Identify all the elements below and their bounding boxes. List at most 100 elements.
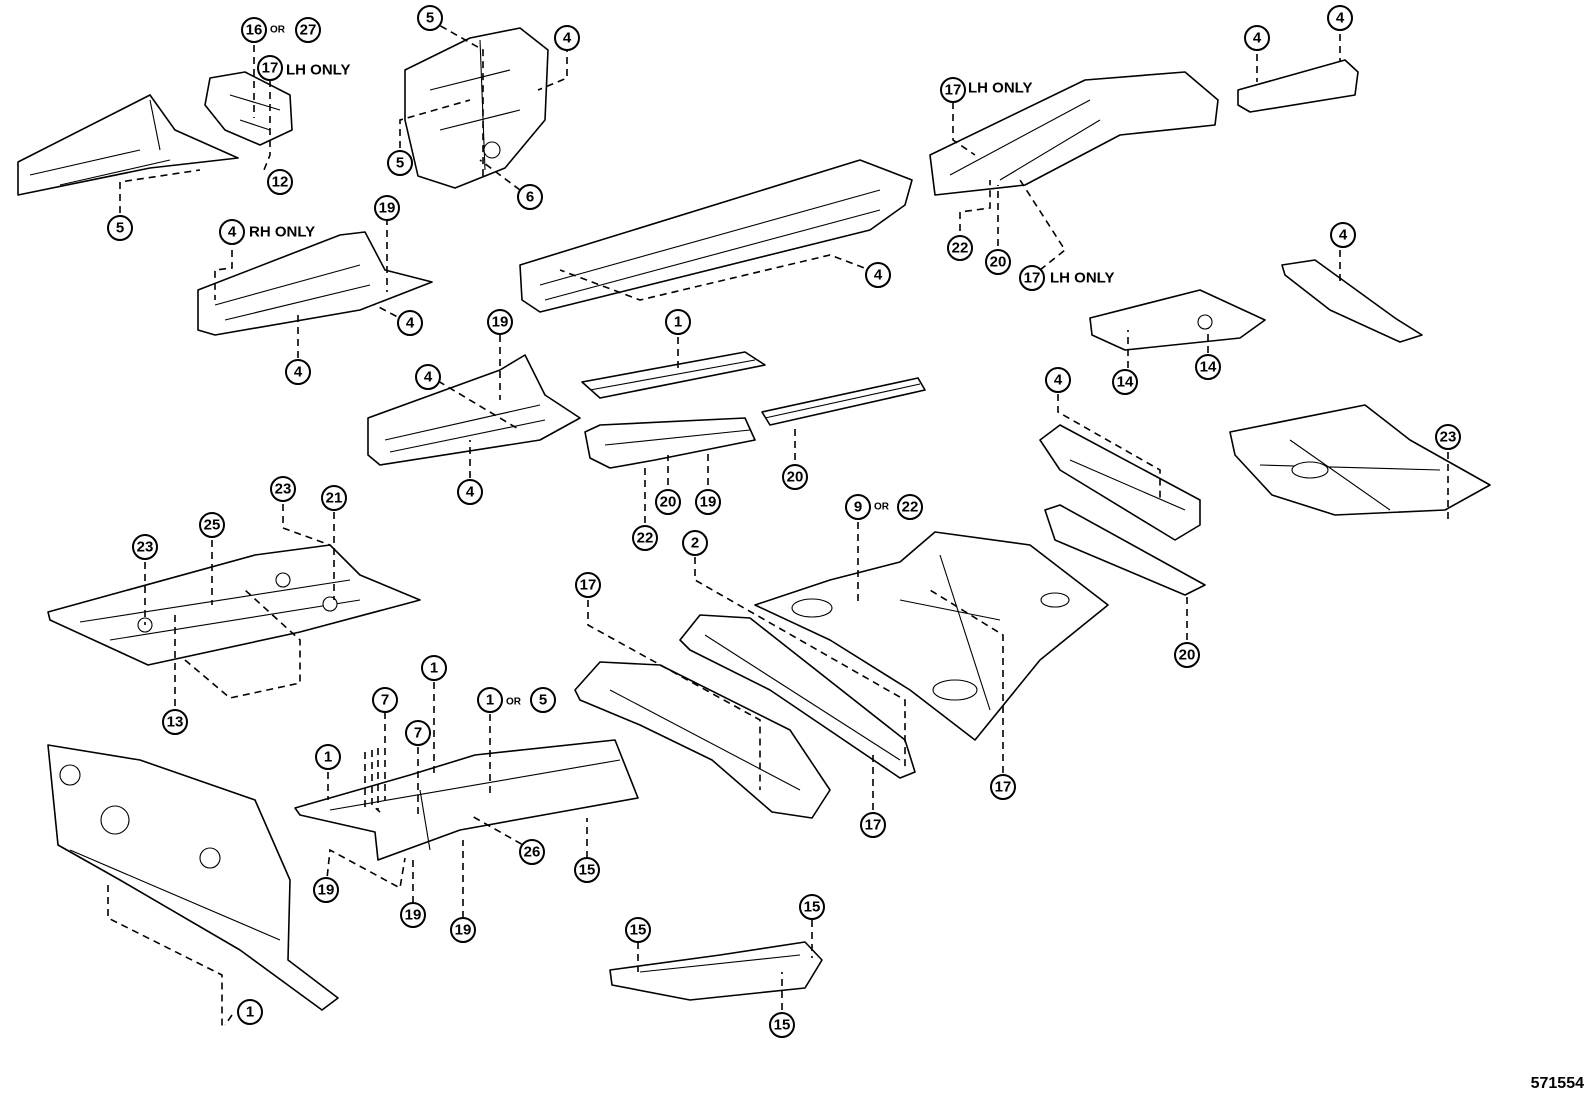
callout-19: 19 [400, 902, 426, 928]
svg-text:22: 22 [952, 240, 969, 257]
callout-1: 1 [237, 999, 263, 1025]
callout-23: 23 [132, 534, 158, 560]
svg-text:20: 20 [1179, 647, 1196, 664]
part-bracket-upper [204, 71, 293, 146]
svg-text:17: 17 [945, 82, 962, 99]
svg-text:4: 4 [1339, 227, 1348, 244]
svg-text:23: 23 [1440, 429, 1457, 446]
callout-5: 5 [387, 150, 413, 176]
svg-text:7: 7 [381, 692, 389, 709]
callout-17: 17 [940, 77, 966, 103]
svg-text:17: 17 [995, 779, 1012, 796]
callout-7: 7 [372, 687, 398, 713]
callout-15: 15 [769, 1012, 795, 1038]
callout-1: 1 [477, 687, 503, 713]
svg-text:4: 4 [406, 315, 415, 332]
callout-4: 4 [1330, 222, 1356, 248]
part-front-floor-pan [47, 544, 421, 666]
svg-text:17: 17 [865, 817, 882, 834]
svg-text:1: 1 [430, 660, 438, 677]
callout-17: 17 [990, 774, 1016, 800]
svg-text:4: 4 [466, 484, 475, 501]
callout-6: 6 [517, 184, 543, 210]
part-floor-side-member-front [367, 354, 581, 466]
svg-text:15: 15 [804, 899, 821, 916]
svg-text:19: 19 [405, 907, 422, 924]
part-front-side-member-rh [197, 231, 433, 336]
callout-20: 20 [655, 489, 681, 515]
svg-text:23: 23 [137, 539, 154, 556]
svg-text:19: 19 [455, 922, 472, 939]
callout-20: 20 [782, 464, 808, 490]
svg-text:6: 6 [526, 189, 534, 206]
callout-23: 23 [270, 476, 296, 502]
svg-text:4: 4 [228, 224, 237, 241]
svg-text:4: 4 [874, 267, 883, 284]
svg-text:27: 27 [300, 22, 317, 39]
svg-text:1: 1 [674, 314, 682, 331]
callout-15: 15 [799, 894, 825, 920]
svg-text:4: 4 [563, 30, 572, 47]
note-lh-only: LH ONLY [1050, 270, 1114, 287]
svg-text:14: 14 [1117, 374, 1134, 391]
svg-text:2: 2 [691, 535, 699, 552]
callout-4: 4 [1045, 367, 1071, 393]
svg-text:4: 4 [1336, 10, 1345, 27]
svg-text:19: 19 [700, 494, 717, 511]
callout-2: 2 [682, 530, 708, 556]
callout-26: 26 [519, 839, 545, 865]
part-floor-side-member-center [679, 614, 916, 779]
callout-14: 14 [1195, 354, 1221, 380]
callout-17: 17 [1019, 265, 1045, 291]
note-rh-only: RH ONLY [249, 224, 315, 241]
part-dash-panel [47, 744, 339, 1011]
part-front-floor-side-lh [17, 94, 239, 196]
svg-text:19: 19 [318, 882, 335, 899]
callout-1: 1 [421, 655, 447, 681]
svg-text:21: 21 [326, 490, 343, 507]
or-label-16-27: OR [270, 25, 286, 36]
callout-19: 19 [313, 877, 339, 903]
callout-5: 5 [107, 215, 133, 241]
svg-text:9: 9 [854, 499, 862, 516]
svg-text:20: 20 [990, 254, 1007, 271]
note-lh-only: LH ONLY [286, 62, 350, 79]
callout-4: 4 [415, 364, 441, 390]
part-rear-crossmember-bracket [1281, 259, 1423, 343]
svg-text:17: 17 [580, 577, 597, 594]
part-rear-crossmember-reinforcement [1044, 504, 1206, 596]
svg-text:1: 1 [324, 749, 332, 766]
svg-text:12: 12 [272, 174, 289, 191]
part-rocker-inner [519, 159, 913, 313]
callout-1: 1 [665, 309, 691, 335]
svg-text:1: 1 [246, 1004, 254, 1021]
svg-text:14: 14 [1200, 359, 1217, 376]
callout-4: 4 [554, 25, 580, 51]
part-rocker-outer-strip [761, 377, 926, 426]
illustration-id: 571554 [1530, 1075, 1584, 1092]
callout-15: 15 [574, 857, 600, 883]
svg-text:15: 15 [774, 1017, 791, 1034]
callout-13: 13 [162, 709, 188, 735]
svg-text:17: 17 [262, 60, 279, 77]
callout-21: 21 [321, 485, 347, 511]
svg-text:17: 17 [1024, 270, 1041, 287]
callout-22: 22 [632, 525, 658, 551]
svg-text:7: 7 [414, 725, 422, 742]
callout-9: 9 [845, 494, 871, 520]
svg-text:26: 26 [524, 844, 541, 861]
callout-17: 17 [257, 55, 283, 81]
svg-text:4: 4 [1253, 30, 1262, 47]
callout-17: 17 [860, 812, 886, 838]
part-front-apron [404, 27, 549, 189]
or-label-9-22: OR [874, 502, 890, 513]
callout-4: 4 [285, 359, 311, 385]
svg-text:1: 1 [486, 692, 494, 709]
svg-text:13: 13 [167, 714, 184, 731]
callout-5: 5 [417, 5, 443, 31]
callout-17: 17 [575, 572, 601, 598]
svg-text:4: 4 [294, 364, 303, 381]
part-rear-side-rail-upper [1237, 59, 1359, 113]
svg-text:15: 15 [630, 922, 647, 939]
